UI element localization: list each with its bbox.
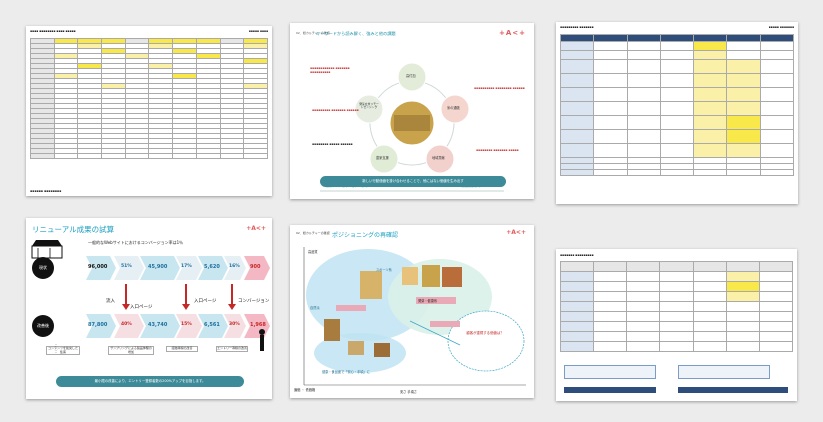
- sheet-header-left: ▪▪▪▪ ▪▪▪▪▪▪▪▪ ▪▪▪▪ ▪▪▪▪▪: [30, 29, 76, 33]
- thumbnail-schedule-table[interactable]: ▪▪▪▪▪▪▪ ▪▪▪▪▪▪▪▪▪: [556, 249, 797, 401]
- stage-page: 入口ページ: [130, 305, 153, 310]
- summary-banner: 最小限の改善により、エントリー登録者数の200%アップを目指します。: [56, 376, 244, 387]
- keyword-diagram: [310, 62, 514, 192]
- thumbnail-positioning-map[interactable]: 02．紙カルチャーの確認 ポジショニングの再確認 +A<+ スポーツ系 自然派 …: [290, 225, 534, 398]
- thumbnail-renewal-estimate[interactable]: リニューアル成果の試算 +A<+ 一般的なWebサイトにおけるコンバージョン率は…: [26, 218, 272, 399]
- stage-inflow: 流入: [106, 299, 115, 304]
- slide-title: リニューアル成果の試算: [32, 225, 115, 234]
- axis-x-label: 安さ 手頃さ: [400, 390, 417, 394]
- funnel-diagram: [55, 256, 270, 354]
- table-header-left: ▪▪▪▪▪▪▪▪▪ ▪▪▪▪▪▪▪: [560, 25, 594, 29]
- node-label-top: 高付加: [406, 74, 416, 78]
- sheet-footer: ▪▪▪▪▪▪ ▪▪▪▪▪▪▪▪: [30, 188, 62, 193]
- note-left: ▪▪▪▪▪▪▪▪▪ ▪▪▪▪▪▪▪ ▪▪▪▪▪▪: [312, 108, 359, 112]
- after-label: 改善後: [32, 315, 54, 337]
- bottom-label-3: 接触導線の改善: [166, 346, 198, 352]
- brand-logo: +A<+: [498, 29, 526, 37]
- bottom-note: 健康・食品面で「安心・手頃」に: [322, 370, 370, 374]
- row1-visits: 96,000: [88, 264, 108, 270]
- schedule-table: [559, 261, 794, 352]
- node-label-right: 米の通販: [447, 106, 460, 110]
- row2-mid: 6,561: [204, 322, 220, 328]
- node-label-bottom-right: 地域貢献: [432, 156, 445, 160]
- slide-tag: 02．紙カルチャーの確認: [296, 231, 330, 235]
- row2-visits: 87,800: [88, 322, 108, 328]
- table-header-right: ▪▪▪▪▪ ▪▪▪▪▪▪▪: [768, 25, 794, 29]
- row1-rate2: 17%: [181, 264, 192, 269]
- table-title: ▪▪▪▪▪▪▪ ▪▪▪▪▪▪▪▪▪: [560, 253, 594, 257]
- thumbnail-keyword-diagram[interactable]: 02．紙カルチャーの確認 キーワードから読み解く、強みと他の課題 +A<+ 高付…: [290, 23, 534, 199]
- row1-conversion: 900: [250, 264, 261, 270]
- slide-title: ポジショニングの再確認: [332, 232, 399, 239]
- brand-logo: +A<+: [506, 229, 526, 236]
- slide-title: キーワードから読み解く、強みと他の課題: [316, 31, 396, 36]
- sheet-header-right: ▪▪▪▪▪ ▪▪▪▪: [248, 29, 268, 33]
- note-right: ▪▪▪▪▪▪▪▪▪▪ ▪▪▪▪▪▪▪▪ ▪▪▪▪▪▪: [474, 86, 525, 90]
- bubble-top-label: スポーツ系: [376, 268, 392, 272]
- row2-entry: 43,740: [148, 322, 168, 328]
- row2-conversion: 1,968: [250, 322, 266, 328]
- brand-logo: +A<+: [246, 225, 266, 232]
- thumbnail-comparison-table[interactable]: ▪▪▪▪▪▪▪▪▪ ▪▪▪▪▪▪▪ ▪▪▪▪▪ ▪▪▪▪▪▪▪: [556, 22, 798, 204]
- bubble-right-label: 顧客が重視する価値は？: [466, 331, 504, 335]
- slide-tag: 02．紙カルチャーの確認: [296, 31, 330, 35]
- node-label-left: 発芽玄米リモートセンシング: [359, 102, 379, 110]
- row1-rate3: 16%: [229, 264, 240, 269]
- footer-bar-right: [678, 387, 788, 393]
- footer-bar-left: [564, 387, 656, 393]
- note-bottom-right: ▪▪▪▪▪▪▪▪ ▪▪▪▪▪▪▪ ▪▪▪▪▪: [476, 148, 519, 152]
- summary-banner: 新しい行動価値を掛け合わせることで、他にはない価値を生み出す: [320, 176, 506, 187]
- row1-rate1: 51%: [121, 264, 132, 269]
- row1-mid: 5,620: [204, 264, 220, 270]
- row2-rate1: 40%: [121, 322, 132, 327]
- note-top-left: ▪▪▪▪▪▪▪▪▪▪▪▪ ▪▪▪▪▪▪▪ ▪▪▪▪▪▪▪▪▪▪: [310, 66, 350, 74]
- node-label-bottom-left: 農家支援: [376, 156, 389, 160]
- bottom-label-1: コンテンツを拡充した集客: [46, 346, 80, 356]
- row2-rate2: 15%: [181, 322, 192, 327]
- positioning-chart: [303, 247, 526, 386]
- spreadsheet-table: [30, 38, 268, 159]
- row1-entry: 45,900: [148, 264, 168, 270]
- current-label: 現状: [32, 257, 54, 279]
- note-box-right: [678, 365, 770, 379]
- bubble-center-label: 発芽・健康系: [418, 299, 438, 303]
- stage-conversion: コンバージョン: [238, 299, 270, 304]
- bubble-left-label: 自然派: [310, 306, 320, 310]
- stage-page-2: 入口ページ: [194, 299, 217, 304]
- bottom-label-2: サンプリングによる製品体験の増加: [108, 346, 154, 356]
- row2-rate3: 30%: [229, 322, 240, 327]
- slide-subtitle: 一般的なWebサイトにおけるコンバージョン率は1％: [88, 240, 184, 245]
- thumbnail-spreadsheet-1[interactable]: ▪▪▪▪ ▪▪▪▪▪▪▪▪ ▪▪▪▪ ▪▪▪▪▪ ▪▪▪▪▪ ▪▪▪▪ ▪▪▪▪…: [26, 26, 272, 196]
- bottom-label-4: エントリー導線の改善: [216, 346, 248, 352]
- axis-y-bottom-label: 廉価 ・ 低価格: [294, 388, 316, 392]
- comparison-table: [559, 34, 795, 176]
- note-bottom-left: ▪▪▪▪▪▪▪▪ ▪▪▪▪▪ ▪▪▪▪▪▪: [312, 142, 353, 146]
- note-box-left: [564, 365, 656, 379]
- axis-y-top-label: 高品質: [308, 250, 318, 254]
